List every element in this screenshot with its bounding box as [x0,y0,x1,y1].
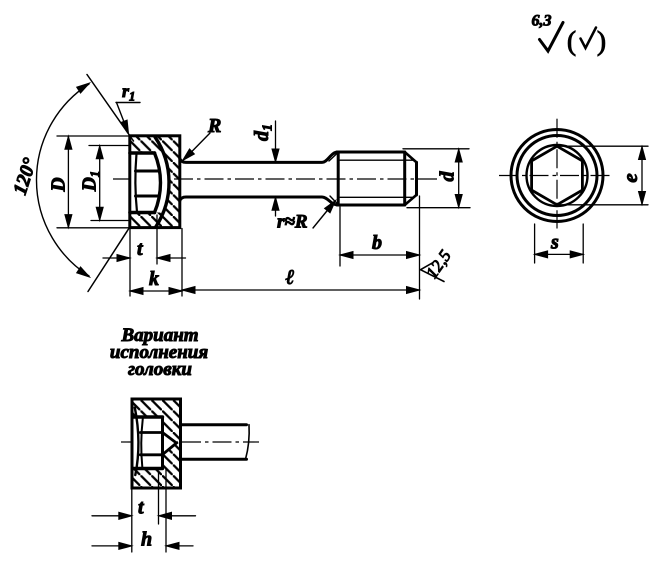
svg-text:исполнения: исполнения [110,342,208,363]
svg-text:k: k [149,268,159,290]
svg-text:12,5: 12,5 [422,247,455,282]
svg-text:r1: r1 [122,81,135,104]
svg-text:e: e [618,173,642,182]
svg-text:d1: d1 [251,124,276,141]
svg-text:ℓ: ℓ [286,265,295,289]
svg-text:D1: D1 [80,171,103,193]
svg-text:головки: головки [128,359,192,380]
svg-text:t: t [137,238,144,260]
svg-text:h: h [141,529,152,551]
svg-text:d: d [437,171,459,182]
svg-text:R: R [207,115,221,137]
svg-text:(: ( [567,26,576,56]
svg-text:Вариант: Вариант [120,325,198,346]
svg-text:): ) [597,26,606,56]
svg-text:s: s [550,232,559,254]
svg-text:t: t [138,497,145,519]
svg-text:D: D [49,177,70,192]
svg-text:6,3: 6,3 [532,13,552,30]
svg-text:b: b [372,232,382,254]
svg-text:r≈R: r≈R [277,212,308,233]
